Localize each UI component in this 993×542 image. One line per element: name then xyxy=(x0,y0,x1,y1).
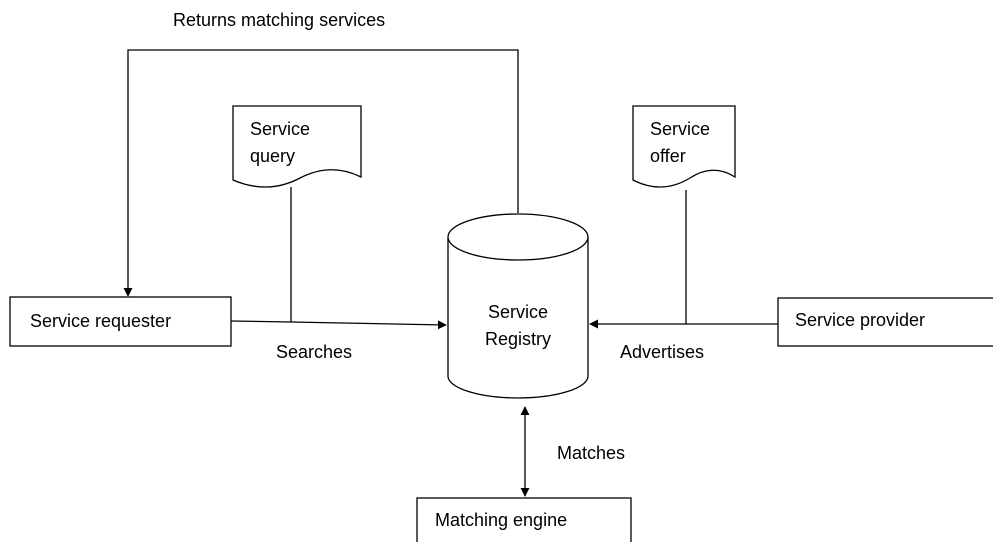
matching-engine-label: Matching engine xyxy=(435,510,567,530)
service-provider-label: Service provider xyxy=(795,310,925,330)
service-offer-text-line2: offer xyxy=(650,146,686,166)
service-registry-cylinder xyxy=(447,237,589,399)
returns-connector xyxy=(123,49,519,297)
service-query-text-line1: Service xyxy=(250,119,310,139)
service-offer-document xyxy=(632,105,736,188)
searches-label: Searches xyxy=(276,342,352,362)
service-registry-text-line1: Service xyxy=(488,302,548,322)
service-registry-top xyxy=(447,213,589,261)
service-query-document xyxy=(232,105,362,188)
service-registry-text-line2: Registry xyxy=(485,329,551,349)
service-requester-box xyxy=(9,296,232,347)
searches-arrow xyxy=(230,320,447,330)
returns-label: Returns matching services xyxy=(173,10,385,30)
advertises-label: Advertises xyxy=(620,342,704,362)
matching-engine-box xyxy=(416,497,632,542)
service-requester-label: Service requester xyxy=(30,311,171,331)
matches-label: Matches xyxy=(557,443,625,463)
service-offer-text-line1: Service xyxy=(650,119,710,139)
service-query-text-line2: query xyxy=(250,146,295,166)
service-provider-box xyxy=(777,297,993,347)
